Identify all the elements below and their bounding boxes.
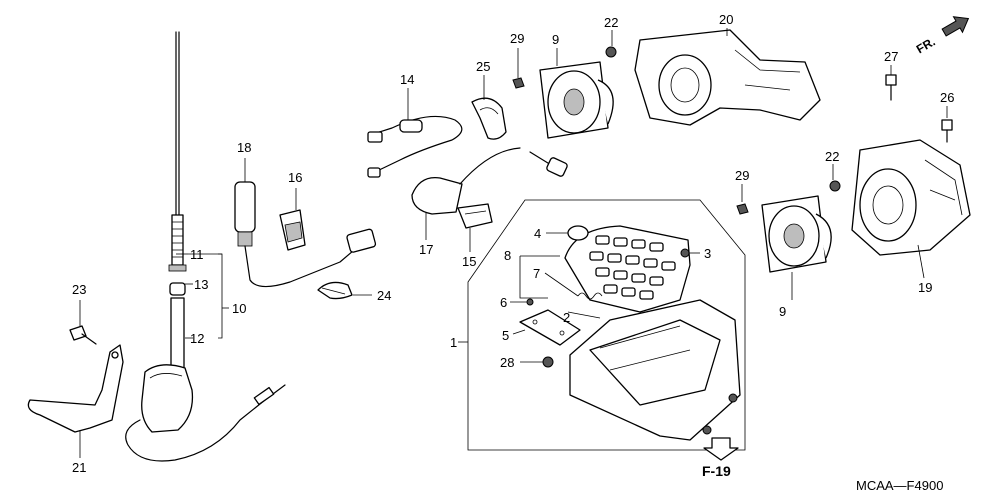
callout-1: 1 [450,335,457,350]
callout-27: 27 [884,49,898,64]
audio-unit-group-frame [467,199,746,451]
callout-25: 25 [476,59,490,74]
leader-lines [79,28,948,458]
screw-26 [941,119,953,143]
bolt-23 [69,325,97,345]
callout-3: 3 [704,246,711,261]
callout-24: 24 [377,288,391,303]
speaker-box-20 [634,29,821,126]
audio-unit-body [569,299,741,441]
callout-15: 15 [462,254,476,269]
bracket-15 [457,203,493,229]
callout-22-upper: 22 [604,15,618,30]
callout-10: 10 [232,301,246,316]
callout-13: 13 [194,277,208,292]
clip-24 [317,281,353,300]
antenna-bracket [27,344,124,433]
reference-label: F-19 [702,463,731,479]
callout-23: 23 [72,282,86,297]
callout-17: 17 [419,242,433,257]
callout-labels: 1 2 3 4 5 6 7 8 9 9 10 11 12 13 14 15 16… [72,12,954,475]
screw-22-upper [605,46,617,58]
callout-14: 14 [400,72,414,87]
speaker-9-lower [761,195,832,273]
panel-buttons [589,235,676,300]
washer-6 [526,298,534,306]
callout-2: 2 [563,310,570,325]
callout-29-upper: 29 [510,31,524,46]
callout-9-upper: 9 [552,32,559,47]
screw-29-lower [736,203,749,215]
callout-29-lower: 29 [735,168,749,183]
clamp-25 [471,97,507,140]
diagram-code: MCAA—F4900 [856,478,943,493]
spring-7 [577,292,603,300]
callout-4: 4 [534,226,541,241]
antenna-lead-18 [234,181,377,288]
speaker-9-upper [539,61,614,139]
callout-22-lower: 22 [825,149,839,164]
antenna-mast [168,31,187,369]
callout-8: 8 [504,248,511,263]
front-direction-indicator: FR. [914,16,970,56]
callout-19: 19 [918,280,932,295]
callout-28: 28 [500,355,514,370]
callout-18: 18 [237,140,251,155]
plate-5 [519,309,581,346]
callout-21: 21 [72,460,86,475]
antenna-cable-14 [367,115,463,178]
cable-17 [411,147,568,215]
callout-7: 7 [533,266,540,281]
callout-9-lower: 9 [779,304,786,319]
cap-4 [567,225,589,241]
callout-16: 16 [288,170,302,185]
screw-28 [542,356,554,368]
button-panel-8 [564,225,691,313]
reference-arrow-f19: F-19 [702,437,739,479]
screw-22-lower [829,180,841,192]
callout-6: 6 [500,295,507,310]
arrow-right-icon [941,16,970,37]
screw-27 [885,74,897,101]
callout-11: 11 [190,247,204,262]
callout-5: 5 [502,328,509,343]
callout-20: 20 [719,12,733,27]
direction-label: FR. [914,34,938,56]
callout-12: 12 [190,331,204,346]
antenna-base-housing [125,364,286,462]
callout-26: 26 [940,90,954,105]
screw-3 [680,248,690,258]
screw-29-upper [512,77,525,89]
connector-16 [279,209,306,251]
speaker-box-19 [851,139,971,256]
